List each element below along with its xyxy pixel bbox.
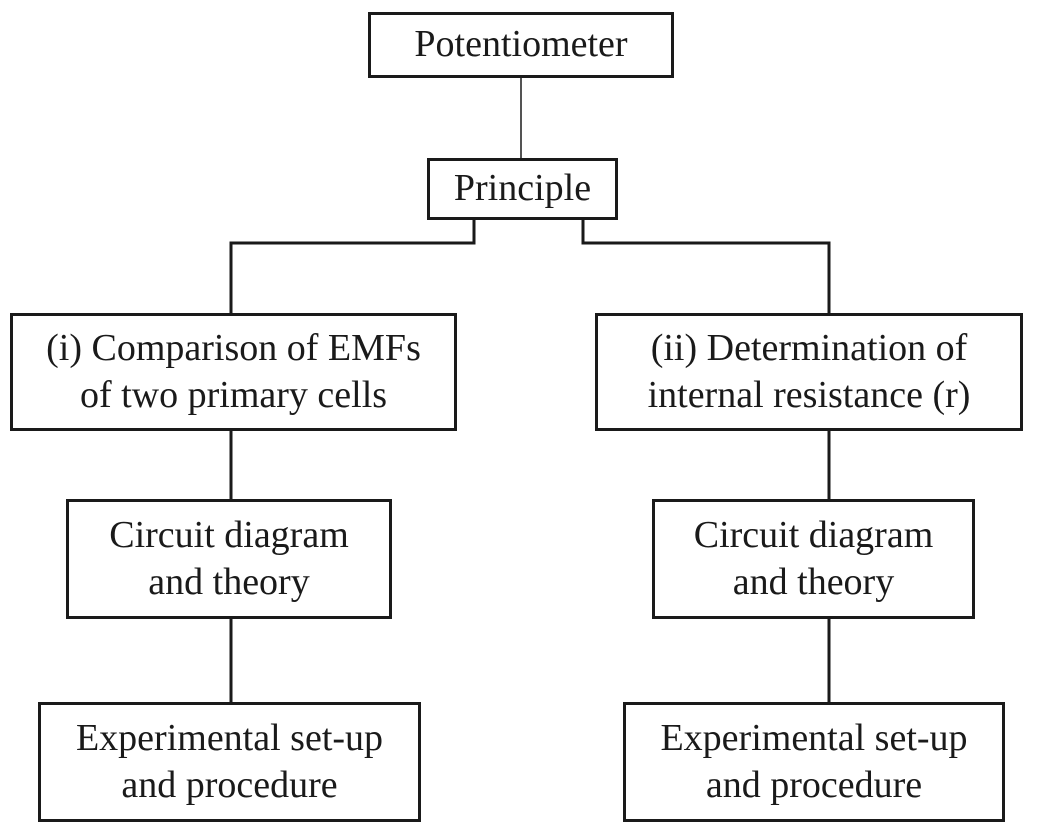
node-label-line: and theory <box>732 561 895 603</box>
node-label-line: and procedure <box>121 764 338 806</box>
edge-principle-comparison <box>229 220 476 313</box>
node-experimental-setup-right: Experimental set-up and procedure <box>623 702 1005 822</box>
node-label-line: Experimental set-up <box>660 716 968 759</box>
node-potentiometer: Potentiometer <box>368 12 674 78</box>
node-comparison-of-emfs: (i) Comparison of EMFs of two primary ce… <box>10 313 457 431</box>
node-circuit-diagram-left: Circuit diagram and theory <box>66 499 392 619</box>
edge-principle-determination <box>581 220 831 313</box>
node-experimental-setup-left: Experimental set-up and procedure <box>38 702 421 822</box>
node-label-line: Experimental set-up <box>75 716 384 759</box>
node-label-line: and theory <box>148 561 310 603</box>
node-label-line: internal resistance (r) <box>647 374 971 416</box>
node-principle: Principle <box>427 158 618 220</box>
node-label-line: Circuit diagram <box>109 513 349 556</box>
node-determination-of-internal-resistance: (ii) Determination of internal resistanc… <box>595 313 1023 431</box>
node-label-line: Potentiometer <box>414 23 628 66</box>
node-label-line: of two primary cells <box>79 374 388 416</box>
node-label-line: and procedure <box>705 764 923 806</box>
node-circuit-diagram-right: Circuit diagram and theory <box>652 499 975 619</box>
node-label-line: (i) Comparison of EMFs <box>46 326 421 369</box>
node-label-line: Principle <box>453 167 592 210</box>
node-label-line: (ii) Determination of <box>650 326 968 369</box>
node-label-line: Circuit diagram <box>693 513 934 556</box>
